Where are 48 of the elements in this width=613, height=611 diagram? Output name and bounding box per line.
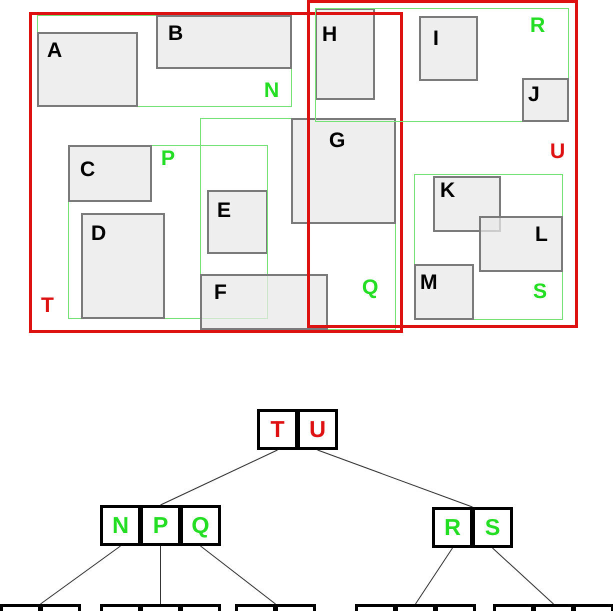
rectangle-label: A <box>47 40 62 62</box>
rectangle-label: Q <box>362 277 378 299</box>
data-rectangle <box>433 176 501 232</box>
rectangle-label: D <box>91 223 106 245</box>
data-rectangle <box>81 213 165 319</box>
data-rectangle <box>200 274 328 330</box>
bounding-rectangle <box>414 174 563 320</box>
tree-link <box>160 546 161 604</box>
rectangle-label: U <box>550 141 566 163</box>
tree-link <box>200 546 276 604</box>
data-rectangle <box>479 216 563 272</box>
tree-entry: P <box>140 505 181 546</box>
rectangle-label: G <box>329 130 346 152</box>
rectangle-label: B <box>168 23 184 45</box>
data-rectangle <box>419 16 478 81</box>
bounding-rectangle <box>37 15 292 107</box>
rectangle-label: F <box>214 282 227 304</box>
rectangle-label: J <box>528 84 540 106</box>
tree-link <box>160 450 278 506</box>
data-rectangle <box>156 15 292 69</box>
rectangle-label: M <box>420 272 438 294</box>
bounding-rectangle <box>315 8 569 122</box>
bounding-rectangle <box>307 0 578 328</box>
rectangle-label: S <box>533 281 548 303</box>
rectangle-label: C <box>80 159 96 181</box>
rectangle-label: I <box>433 28 439 50</box>
data-rectangle <box>291 118 396 224</box>
tree-link <box>317 450 473 508</box>
bounding-rectangle <box>200 118 396 330</box>
tree-link <box>415 548 453 604</box>
rectangle-label: T <box>41 295 54 317</box>
data-rectangle <box>37 32 138 107</box>
data-rectangle <box>414 264 474 320</box>
data-rectangle <box>68 145 152 202</box>
rectangle-label: L <box>535 224 548 246</box>
tree-link <box>492 548 554 604</box>
data-rectangle <box>315 8 375 100</box>
rectangle-label: R <box>530 15 546 37</box>
data-rectangle <box>522 78 569 122</box>
data-rectangle <box>207 190 268 254</box>
rectangle-label: H <box>322 24 338 46</box>
tree-link <box>40 546 121 604</box>
rectangle-label: K <box>440 180 456 202</box>
bounding-rectangle <box>29 12 403 333</box>
rectangle-label: P <box>161 148 176 170</box>
rectangle-label: N <box>264 80 280 102</box>
rectangle-label: E <box>217 200 232 222</box>
bounding-rectangle <box>68 145 268 319</box>
